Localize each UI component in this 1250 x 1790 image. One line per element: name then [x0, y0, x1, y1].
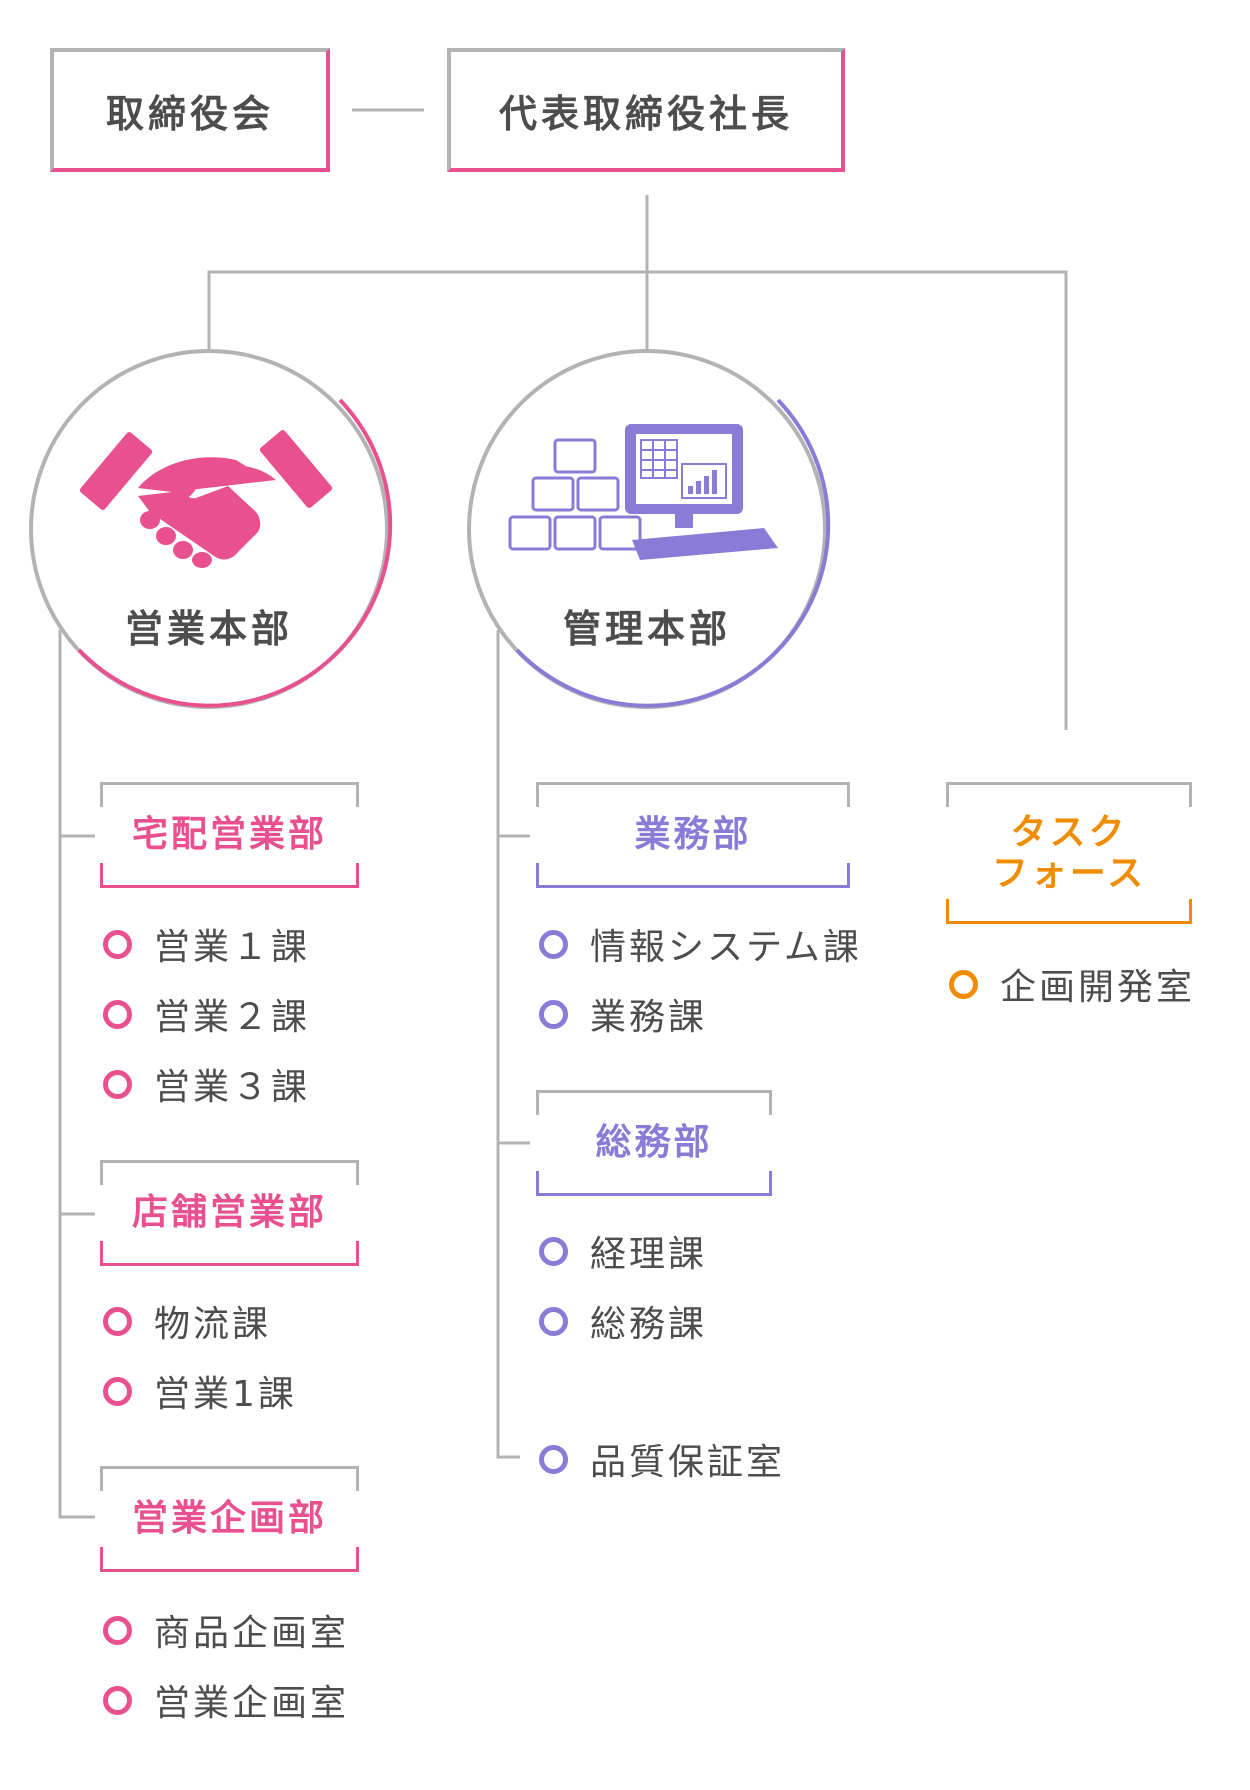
list-item: 物流課	[103, 1295, 271, 1347]
dept-header-operations: 業務部	[536, 782, 850, 888]
list-item: 経理課	[539, 1225, 707, 1277]
list-item-quality-assurance: 品質保証室	[539, 1433, 785, 1485]
bullet-ring-icon	[103, 999, 132, 1029]
list-item: 業務課	[539, 988, 707, 1040]
president-label: 代表取締役社長	[498, 91, 793, 136]
division-bus	[207, 270, 1068, 730]
dept-header-task-force: タスク フォース	[946, 782, 1192, 924]
task-force-line-1: タスク	[1010, 811, 1128, 853]
bullet-ring-icon	[539, 1444, 568, 1474]
list-item: 営業１課	[103, 918, 310, 970]
bullet-ring-icon	[539, 929, 568, 959]
handshake-icon	[79, 430, 333, 568]
dept-header-home-delivery: 宅配営業部	[100, 782, 359, 888]
list-item: 営業企画室	[103, 1674, 349, 1726]
president-box: 代表取締役社長	[447, 48, 845, 172]
list-item: 商品企画室	[103, 1604, 349, 1656]
dept-name: 店舗営業部	[131, 1192, 327, 1234]
bullet-ring-icon	[539, 1236, 568, 1266]
list-item: 営業２課	[103, 988, 310, 1040]
dept-name: 業務部	[634, 814, 752, 856]
board-label: 取締役会	[105, 91, 274, 136]
bullet-ring-icon	[539, 1306, 568, 1336]
bullet-ring-icon	[103, 1685, 132, 1715]
bullet-ring-icon	[103, 1615, 132, 1645]
task-force-line-2: フォース	[991, 853, 1147, 894]
bullet-ring-icon	[103, 1306, 132, 1336]
admin-division-label: 管理本部	[562, 607, 731, 651]
list-item: 情報システム課	[539, 918, 862, 970]
dept-header-store-sales: 店舗営業部	[100, 1160, 359, 1266]
computer-boxes-icon	[508, 424, 778, 560]
bullet-ring-icon	[949, 969, 978, 999]
list-item: 営業３課	[103, 1058, 310, 1110]
sales-tree-line	[58, 630, 95, 1519]
bullet-ring-icon	[103, 1376, 132, 1406]
admin-tree-line	[496, 630, 520, 1459]
dept-header-sales-planning: 営業企画部	[100, 1466, 359, 1572]
list-item: 営業1課	[103, 1365, 297, 1417]
dept-name: 宅配営業部	[131, 814, 327, 856]
list-item: 総務課	[539, 1295, 707, 1347]
board-of-directors-box: 取締役会	[50, 48, 330, 172]
dept-name: 営業企画部	[131, 1498, 327, 1540]
bullet-ring-icon	[539, 999, 568, 1029]
dept-header-general-affairs: 総務部	[536, 1090, 772, 1196]
list-item: 企画開発室	[949, 958, 1195, 1010]
bullet-ring-icon	[103, 929, 132, 959]
dept-name: 総務部	[595, 1122, 713, 1164]
sales-division-label: 営業本部	[124, 607, 293, 651]
bullet-ring-icon	[103, 1069, 132, 1099]
